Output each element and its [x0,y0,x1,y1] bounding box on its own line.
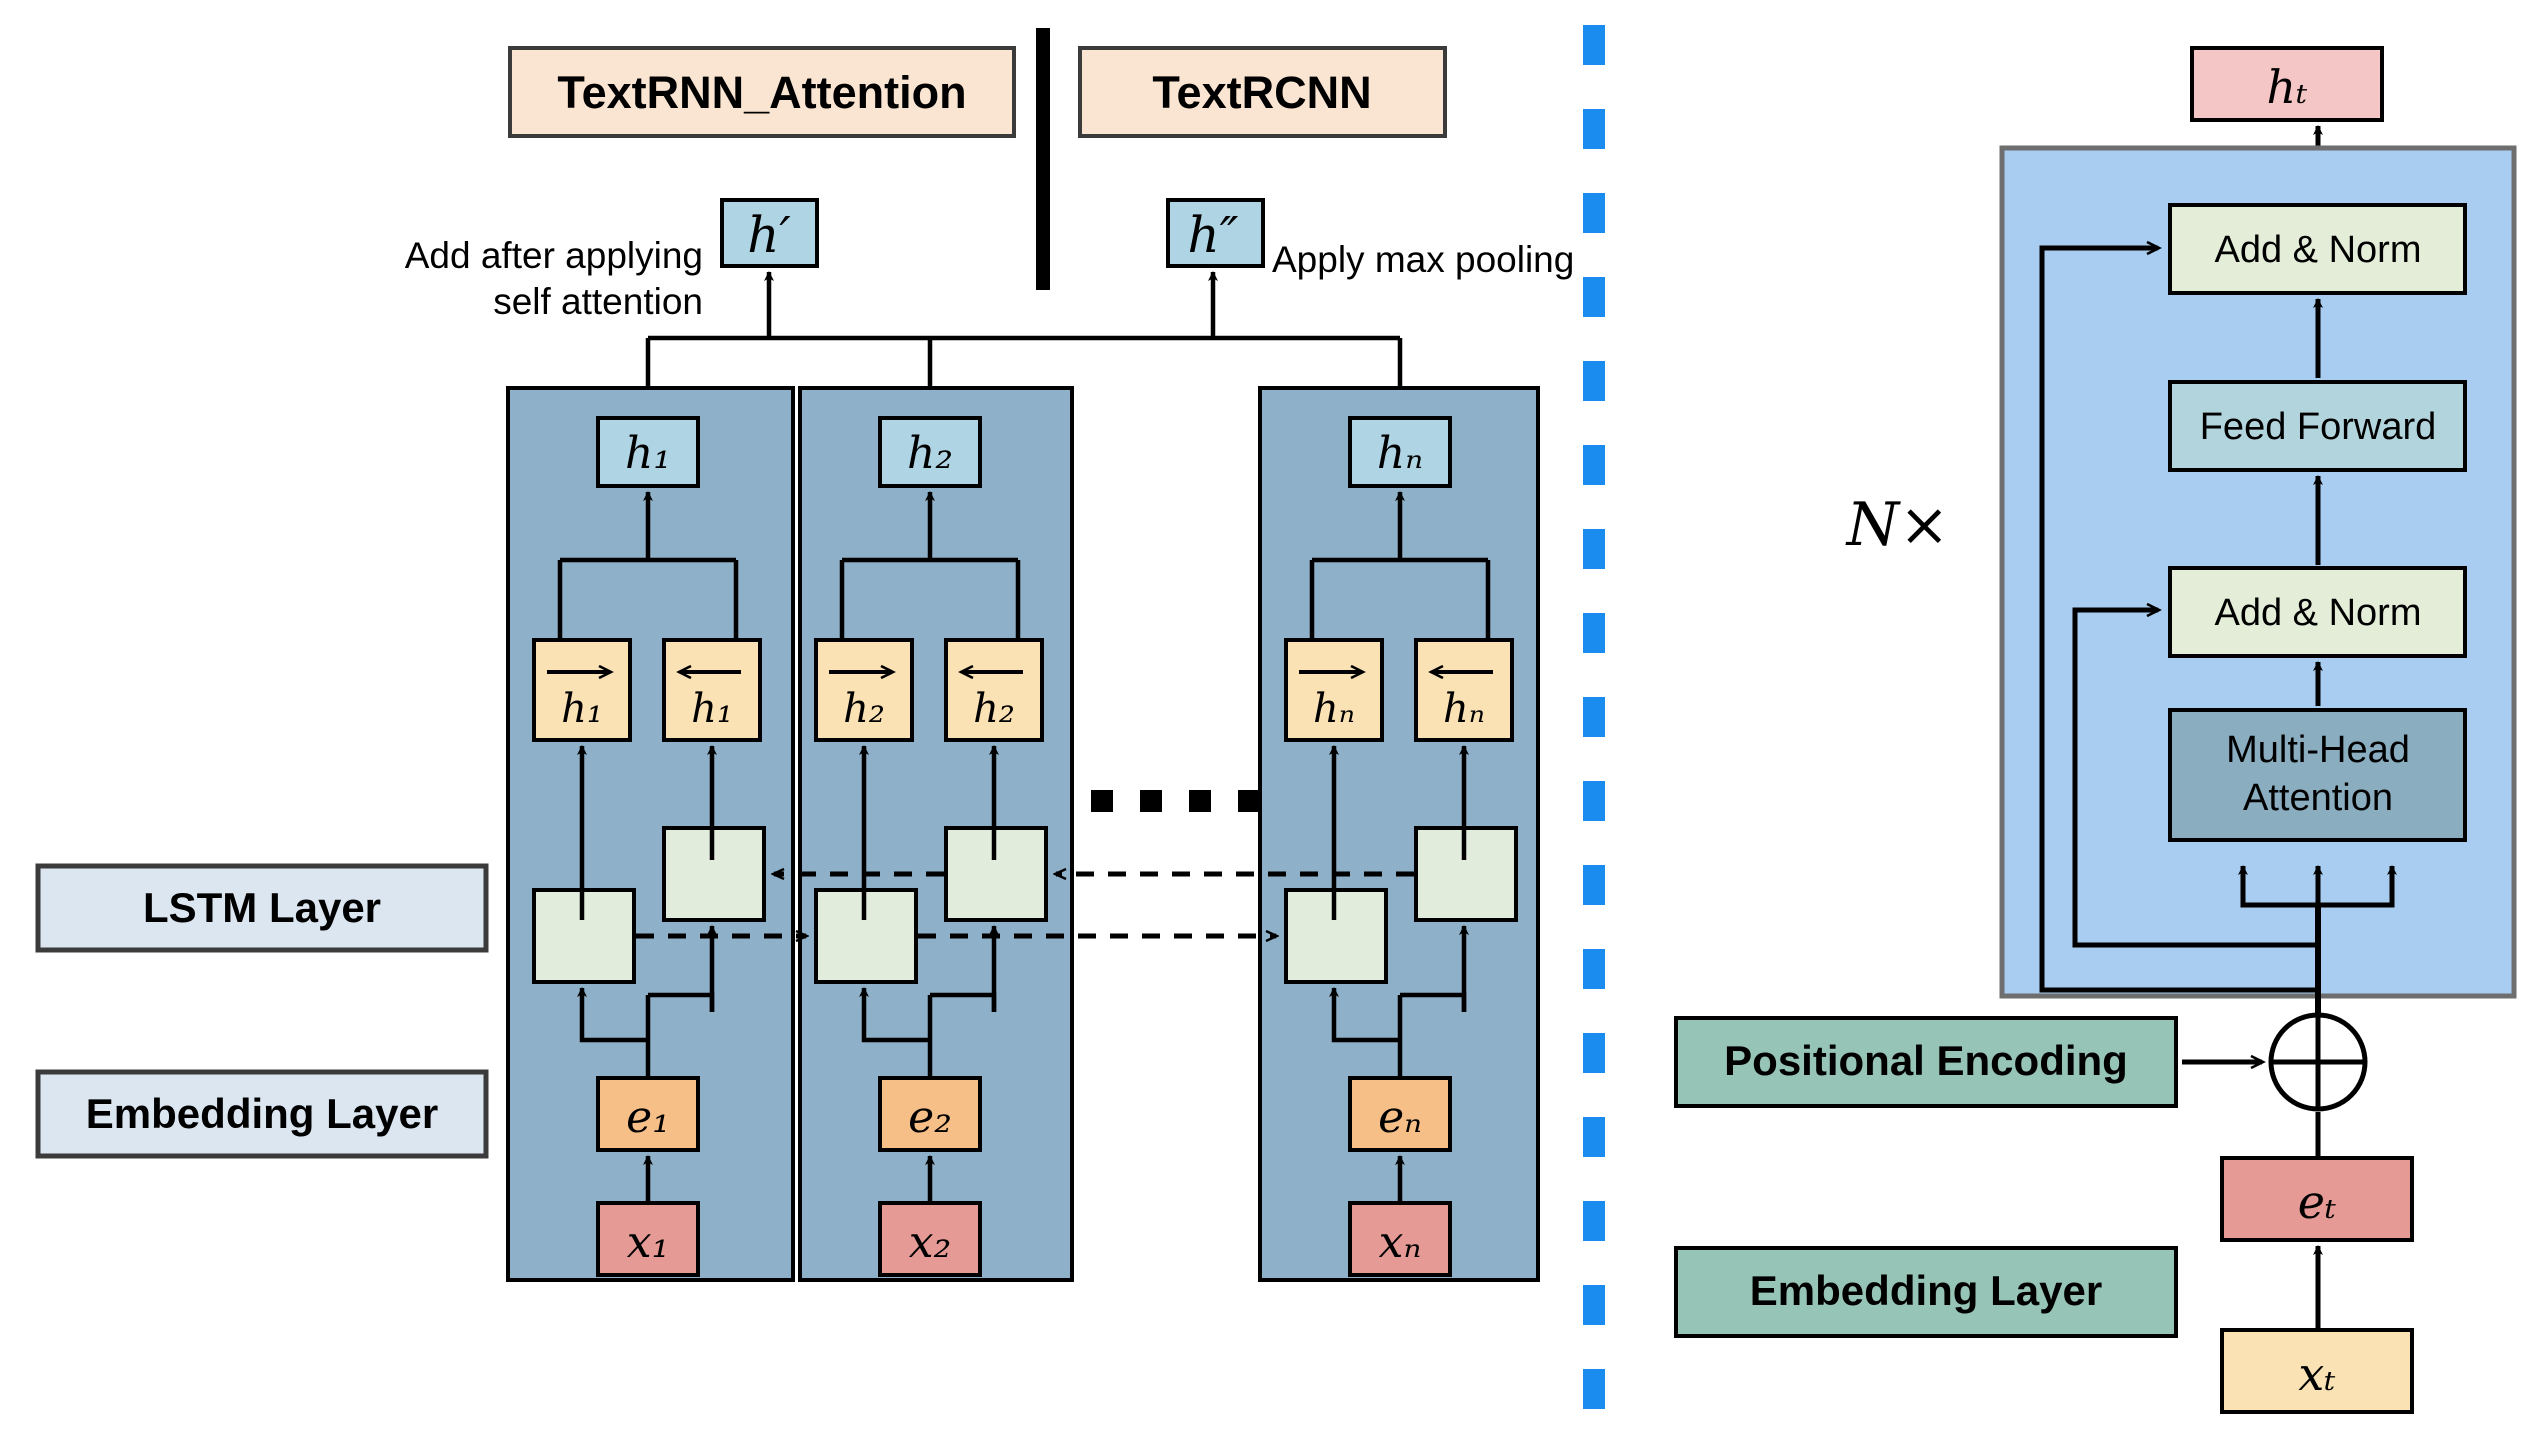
transformer-output-ht-label: hₜ [2267,60,2308,114]
column2-forward-label: h₂ [843,686,885,732]
transformer-add-norm-bottom[interactable]: Add & Norm [2168,566,2467,658]
columnN-embed-branch-right [1400,992,1467,1012]
panel-divider-bar [1036,28,1050,290]
title-textrcnn[interactable]: TextRCNN [1078,46,1447,138]
column1-embedding-box[interactable]: e₁ [596,1076,700,1152]
column2-embedding-box[interactable]: e₂ [878,1076,982,1152]
column1-backward-hidden[interactable]: h₁ [662,638,762,742]
columnN-embedding-label: eₙ [1378,1092,1422,1143]
column2-backward-hidden[interactable]: h₂ [944,638,1044,742]
transformer-positional-encoding-label: Positional Encoding [1724,1037,2128,1084]
column1-embed-branch-left [579,1012,648,1043]
columnN-embedding-box[interactable]: eₙ [1348,1076,1452,1152]
column1-hidden-label: h₁ [625,428,671,479]
transformer-output-ht[interactable]: hₜ [2190,46,2384,122]
column1-input-box[interactable]: x₁ [596,1201,700,1277]
column2-embed-branch-left [861,1012,930,1043]
output-h-prime[interactable]: h′ [720,198,819,268]
title-textrnn-attention-label: TextRNN_Attention [557,67,966,118]
column2-backward-label: h₂ [973,686,1015,732]
columnN-backward-label: hₙ [1443,686,1485,732]
columnN-embed-branch-left [1331,1012,1400,1043]
column1-embedding-label: e₁ [626,1092,670,1143]
column2-input-label: x₂ [909,1217,951,1268]
title-textrcnn-label: TextRCNN [1152,67,1371,118]
sum-operator-node [2268,1012,2368,1112]
annotation-self-attention-line2: self attention [493,281,703,322]
output-h-double-prime[interactable]: h″ [1166,198,1265,268]
column1-embed-branch-right [648,992,715,1012]
column2-embed-branch-right [930,992,997,1012]
column1-hidden-box[interactable]: h₁ [596,416,700,488]
column2-forward-hidden[interactable]: h₂ [814,638,914,742]
column1-input-label: x₁ [627,1217,669,1268]
legend-embedding-layer-label: Embedding Layer [86,1090,438,1137]
columnN-input-box[interactable]: xₙ [1348,1201,1452,1277]
output-h-double-prime-label: h″ [1188,206,1239,264]
columnN-forward-label: hₙ [1313,686,1355,732]
transformer-mha-label-line2: Attention [2243,777,2393,819]
transformer-embedding-layer-label: Embedding Layer [1750,1267,2102,1314]
transformer-embedding-layer-legend[interactable]: Embedding Layer [1674,1246,2178,1338]
residual-connection-top [2039,248,2318,993]
columnN-input-label: xₙ [1379,1217,1422,1268]
output-h-prime-label: h′ [747,206,791,264]
transformer-input-xt[interactable]: xₜ [2220,1328,2414,1414]
transformer-add-norm-bottom-label: Add & Norm [2215,592,2422,634]
transformer-positional-encoding[interactable]: Positional Encoding [1674,1016,2178,1108]
ellipsis-dots [1091,790,1260,812]
title-textrnn-attention[interactable]: TextRNN_Attention [508,46,1016,138]
transformer-feed-forward-label: Feed Forward [2200,406,2437,448]
column1-forward-hidden[interactable]: h₁ [532,638,632,742]
columnN-hidden-label: hₙ [1377,428,1423,479]
transformer-repeat-label: N× [1845,490,1950,560]
legend-lstm-layer[interactable]: LSTM Layer [35,863,489,953]
legend-lstm-layer-label: LSTM Layer [143,884,381,931]
columnN-forward-hidden[interactable]: hₙ [1284,638,1384,742]
column2-embedding-label: e₂ [908,1092,952,1143]
transformer-multi-head-attention[interactable]: Multi-Head Attention [2168,708,2467,842]
transformer-add-norm-top-label: Add & Norm [2215,229,2422,271]
annotation-self-attention-line1: Add after applying [405,235,703,276]
annotation-max-pooling: Apply max pooling [1272,239,1574,280]
column1-forward-label: h₁ [561,686,603,732]
columnN-backward-hidden[interactable]: hₙ [1414,638,1514,742]
transformer-input-xt-label: xₜ [2298,1347,2335,1401]
columnN-hidden-box[interactable]: hₙ [1348,416,1452,488]
transformer-embedding-et-label: eₜ [2298,1175,2337,1229]
transformer-embedding-et[interactable]: eₜ [2220,1156,2414,1242]
output-bus-lines [645,335,1403,390]
column1-backward-label: h₁ [691,686,733,732]
residual-connection-bottom [2072,610,2318,948]
column2-input-box[interactable]: x₂ [878,1201,982,1277]
qkv-arrows [2238,865,2397,908]
transformer-feed-forward[interactable]: Feed Forward [2168,380,2467,472]
column2-hidden-label: h₂ [907,428,953,479]
column2-hidden-box[interactable]: h₂ [878,416,982,488]
legend-embedding-layer[interactable]: Embedding Layer [35,1069,489,1159]
transformer-add-norm-top[interactable]: Add & Norm [2168,203,2467,295]
transformer-mha-label-line1: Multi-Head [2226,729,2410,771]
